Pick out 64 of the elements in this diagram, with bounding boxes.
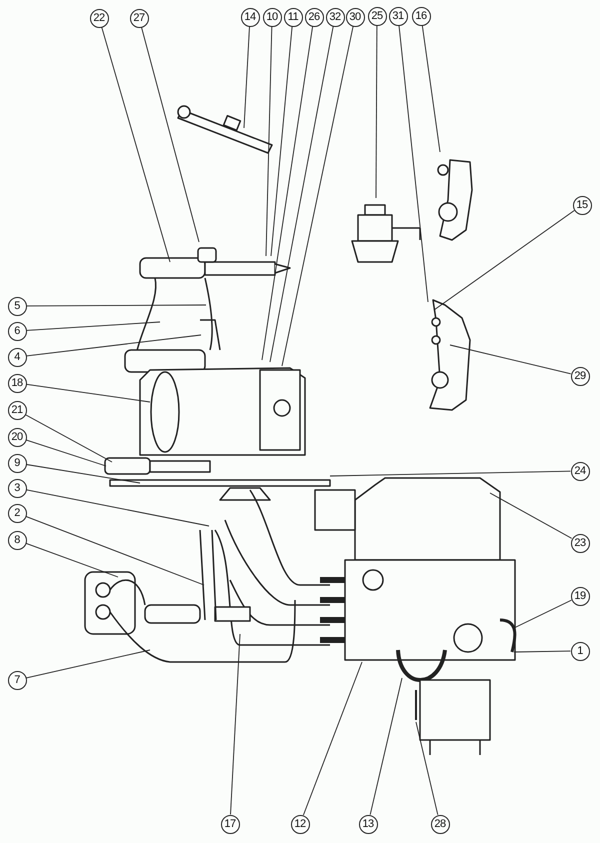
callout-number: 7	[8, 670, 26, 690]
callout-number: 26	[304, 8, 324, 26]
callout-number: 9	[8, 454, 26, 472]
leader-line	[376, 25, 378, 198]
leader-line	[490, 492, 572, 539]
leader-line	[101, 26, 170, 262]
callout-number: 11	[284, 8, 302, 26]
leader-line	[26, 439, 106, 466]
leader-line	[514, 650, 571, 652]
callout-number: 2	[8, 504, 26, 522]
callout-number: 32	[326, 8, 344, 26]
leader-line	[141, 26, 200, 242]
leader-line	[26, 304, 206, 306]
callout-number: 31	[388, 6, 408, 26]
callout-number: 19	[570, 586, 590, 606]
leader-line	[25, 542, 118, 578]
leader-line	[270, 26, 334, 362]
callout-number: 4	[8, 348, 26, 366]
leader-line	[416, 722, 438, 816]
leader-line	[26, 464, 140, 484]
leader-line	[26, 489, 210, 526]
leader-line	[434, 210, 575, 310]
callout-number: 5	[8, 296, 26, 316]
leader-line	[398, 24, 428, 302]
leader-line	[26, 384, 150, 402]
leader-line	[262, 26, 314, 360]
callout-number: 23	[570, 534, 590, 552]
leader-line	[244, 26, 250, 128]
leader-line	[26, 334, 202, 356]
leader-line	[514, 600, 572, 628]
leader-line	[270, 26, 293, 256]
callout-number: 27	[130, 8, 148, 28]
callout-number: 14	[240, 8, 260, 26]
leader-line	[450, 344, 572, 374]
callout-number: 20	[8, 428, 26, 446]
leader-line	[26, 322, 160, 331]
callout-number: 17	[220, 814, 240, 834]
leader-line	[230, 634, 240, 815]
callout-number: 22	[90, 8, 108, 28]
leader-line	[302, 662, 362, 816]
leader-line	[25, 516, 204, 586]
callout-number: 21	[8, 400, 26, 420]
callout-number: 16	[412, 6, 430, 26]
callout-number: 3	[8, 478, 26, 498]
callout-number: 24	[570, 462, 590, 480]
callout-number: 15	[572, 196, 592, 214]
callout-number: 18	[8, 374, 26, 392]
callout-number: 28	[430, 814, 450, 834]
leader-line	[330, 470, 571, 476]
callout-number: 1	[570, 642, 590, 660]
callout-number: 8	[8, 530, 26, 550]
callout-number: 13	[358, 814, 378, 834]
callout-number: 12	[290, 814, 310, 834]
leader-line	[26, 650, 150, 678]
callout-number: 6	[8, 322, 26, 340]
callout-number: 30	[346, 8, 364, 26]
leader-line	[370, 678, 402, 816]
callout-number: 25	[368, 6, 386, 26]
callout-number: 29	[570, 366, 590, 386]
leader-line	[422, 24, 440, 152]
callout-number: 10	[262, 8, 282, 26]
leader-line	[266, 26, 272, 256]
leader-line	[24, 414, 112, 462]
leader-line	[282, 26, 354, 366]
